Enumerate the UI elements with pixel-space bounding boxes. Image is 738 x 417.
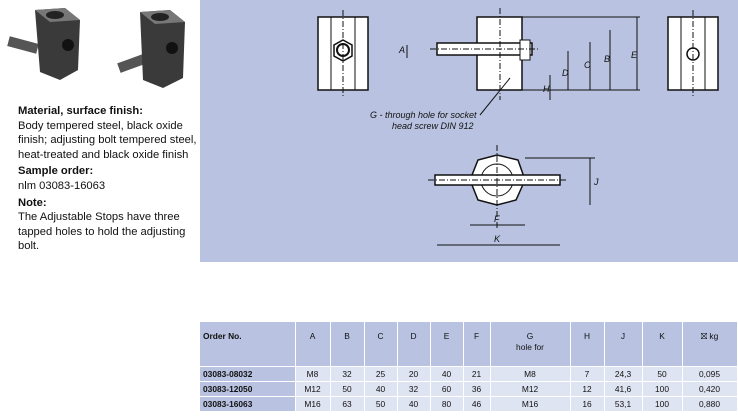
adjustable-stop-image-2 xyxy=(117,10,185,88)
table-cell: 80 xyxy=(430,396,464,412)
table-cell: 50 xyxy=(330,381,365,397)
dim-label-c: C xyxy=(584,60,591,70)
side-view-left xyxy=(317,10,369,96)
col-b: B xyxy=(330,322,365,367)
table-cell: M8 xyxy=(295,366,331,382)
table-cell: M16 xyxy=(490,396,571,412)
sample-order-text: nlm 03083-16063 xyxy=(18,179,106,192)
order-number-cell: 03083-12050 xyxy=(200,381,296,397)
sample-order-heading: Sample order: xyxy=(18,165,94,178)
table-cell: 32 xyxy=(330,366,365,382)
table-cell: 32 xyxy=(397,381,431,397)
table-cell: 40 xyxy=(430,366,464,382)
table-cell: 25 xyxy=(364,366,398,382)
col-g-sub: hole for xyxy=(516,342,544,352)
dim-label-a: A xyxy=(398,45,405,55)
material-text: Body tempered steel, black oxide finish;… xyxy=(18,119,197,161)
table-cell: 36 xyxy=(463,381,491,397)
table-cell: 40 xyxy=(397,396,431,412)
weight-icon: ⛝ xyxy=(700,331,708,341)
section-view xyxy=(406,8,640,116)
col-k: K xyxy=(642,322,683,367)
table-cell: 16 xyxy=(570,396,605,412)
col-e: E xyxy=(430,322,464,367)
dim-label-e: E xyxy=(631,50,638,60)
table-cell: 24,3 xyxy=(604,366,643,382)
side-view-right xyxy=(667,10,719,96)
table-cell: 21 xyxy=(463,366,491,382)
order-number-cell: 03083-16063 xyxy=(200,396,296,412)
col-f: F xyxy=(463,322,491,367)
table-cell: 7 xyxy=(570,366,605,382)
col-order-no: Order No. xyxy=(200,322,296,367)
dim-label-d: D xyxy=(562,68,569,78)
order-number-cell: 03083-08032 xyxy=(200,366,296,382)
table-cell: 0,095 xyxy=(682,366,738,382)
technical-drawing: A H D C B E J F K G - through hole for s… xyxy=(200,0,738,262)
col-d: D xyxy=(397,322,431,367)
table-cell: 0,420 xyxy=(682,381,738,397)
col-g-label: G xyxy=(526,331,534,341)
top-view xyxy=(428,145,595,246)
table-cell: 53,1 xyxy=(604,396,643,412)
product-description: Material, surface finish: Body tempered … xyxy=(18,104,203,254)
table-cell: 100 xyxy=(642,396,683,412)
table-cell: 41,6 xyxy=(604,381,643,397)
table-cell: M16 xyxy=(295,396,331,412)
col-h: H xyxy=(570,322,605,367)
dim-label-b: B xyxy=(604,54,610,64)
table-cell: 50 xyxy=(364,396,398,412)
col-j: J xyxy=(604,322,643,367)
table-cell: 46 xyxy=(463,396,491,412)
table-cell: 20 xyxy=(397,366,431,382)
note-heading: Note: xyxy=(18,196,47,209)
dim-label-k: K xyxy=(494,234,501,244)
dim-label-h: H xyxy=(543,84,550,94)
col-weight: ⛝ kg xyxy=(682,322,738,367)
table-cell: 50 xyxy=(642,366,683,382)
col-a: A xyxy=(295,322,331,367)
callout-line-2: head screw DIN 912 xyxy=(392,121,474,131)
dim-label-j: J xyxy=(593,177,599,187)
dim-label-f: F xyxy=(494,214,500,224)
table-cell: 63 xyxy=(330,396,365,412)
table-cell: 0,880 xyxy=(682,396,738,412)
col-c: C xyxy=(364,322,398,367)
table-cell: 100 xyxy=(642,381,683,397)
table-cell: M12 xyxy=(295,381,331,397)
note-text: The Adjustable Stops have three tapped h… xyxy=(18,211,186,253)
material-heading: Material, surface finish: xyxy=(18,105,143,117)
col-weight-label: kg xyxy=(709,331,719,341)
table-cell: 40 xyxy=(364,381,398,397)
table-cell: 12 xyxy=(570,381,605,397)
product-photo xyxy=(7,8,185,88)
adjustable-stop-image-1 xyxy=(7,8,80,80)
callout-line-1: G - through hole for socket xyxy=(370,110,477,120)
table-cell: 60 xyxy=(430,381,464,397)
table-cell: M8 xyxy=(490,366,571,382)
table-cell: M12 xyxy=(490,381,571,397)
